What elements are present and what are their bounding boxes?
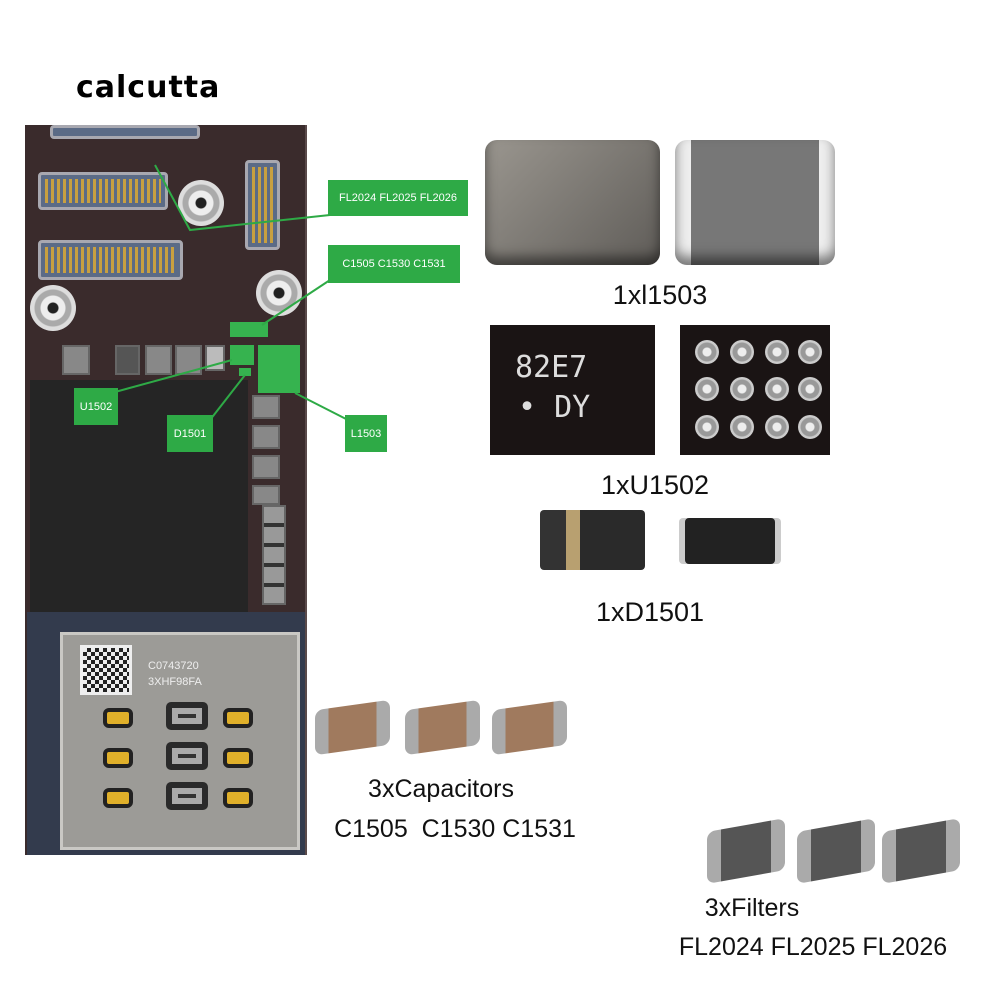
screw [256,270,302,316]
callout-label-filters: FL2024 FL2025 FL2026 [328,180,468,216]
sim-pin [223,748,253,768]
component [145,345,172,375]
screw [178,180,224,226]
ic-caption: 1xU1502 [600,470,710,500]
u1502-highlight [230,345,254,365]
brand-logo: calcutta [76,70,221,105]
capacitors-caption: 3xCapacitors [368,775,514,803]
component [205,345,225,371]
component [262,505,286,605]
component [252,395,280,419]
component [115,345,140,375]
callout-label-d1501: D1501 [167,415,213,452]
ic-marking: 82E7 [515,350,588,385]
inductor-caption: 1xl1503 [612,280,708,310]
board-connector [50,125,200,139]
sim-serial: C0743720 [148,660,199,672]
diode-top-photo [540,510,645,570]
capacitors-refs: C1505 C1530 C1531 [334,815,576,843]
capacitor-photo [492,699,567,756]
board-connector [38,172,168,210]
capacitor-photo [405,699,480,756]
filters-refs: FL2024 FL2025 FL2026 [678,933,948,961]
diode-bottom-photo [685,518,775,564]
sim-pin [223,708,253,728]
component [252,455,280,479]
ic-marking: • DY [518,390,591,425]
sim-pin [166,742,208,770]
callout-label-l1503: L1503 [345,415,387,452]
d1501-highlight [239,368,251,376]
sim-pin [103,708,133,728]
component [252,485,280,505]
sim-pin [166,782,208,810]
l1503-highlight [258,345,300,393]
filters-caption: 3xFilters [704,894,800,922]
ic-bottom-photo [680,325,830,455]
datamatrix-code [80,645,132,695]
capacitor-photo [315,699,390,756]
filter-photo [797,818,875,884]
filter-photo [707,818,785,884]
sim-pin [223,788,253,808]
inductor-top-photo [485,140,660,265]
capacitor-highlight [230,322,268,337]
sim-pin [103,748,133,768]
callout-label-capacitors: C1505 C1530 C1531 [328,245,460,283]
processor-chip [30,380,248,612]
diode-caption: 1xD1501 [595,597,705,627]
board-connector [245,160,280,250]
sim-pin [166,702,208,730]
component [175,345,202,375]
sim-serial: 3XHF98FA [148,676,202,688]
filter-photo [882,818,960,884]
inductor-bottom-photo [675,140,835,265]
screw [30,285,76,331]
callout-label-u1502: U1502 [74,388,118,425]
sim-pin [103,788,133,808]
component [62,345,90,375]
board-connector [38,240,183,280]
component [252,425,280,449]
ic-top-photo: 82E7 • DY [490,325,655,455]
